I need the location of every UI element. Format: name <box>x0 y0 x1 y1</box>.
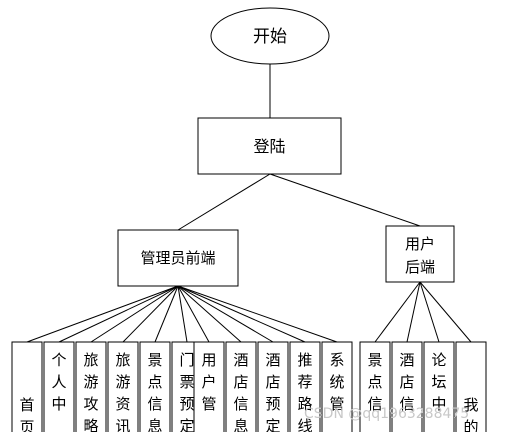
admin-module-edge <box>154 285 179 343</box>
admin-module-label: 旅游攻略 <box>83 351 98 432</box>
user-module-edge <box>374 281 421 343</box>
start-label: 开始 <box>253 27 287 47</box>
login-label: 登陆 <box>253 137 285 156</box>
admin-module-box <box>225 341 257 432</box>
admin-module-label: 首页 <box>19 396 34 432</box>
admin-module-box <box>289 341 321 432</box>
admin-module-label: 景点信息 <box>147 351 162 432</box>
user-module-box <box>455 341 487 432</box>
diagram-edges <box>26 64 472 343</box>
admin-module-label: 酒店信息 <box>233 351 248 432</box>
user-label-line-2: 后端 <box>405 258 435 276</box>
admin-module-box <box>107 341 139 432</box>
admin-module-edge <box>58 285 179 343</box>
user-module-label: 我的 <box>463 396 478 432</box>
admin-module-box <box>257 341 289 432</box>
admin-module-label: 个人中 <box>51 351 66 413</box>
watermark: CSDN @qq1963288475 <box>304 406 469 422</box>
user-module-edge <box>419 281 472 343</box>
user-module-edge <box>419 281 440 343</box>
admin-module-label: 推荐路线 <box>297 351 312 432</box>
diagram-nodes: 开始 登陆 管理员前端 用户 后端 <box>117 7 455 287</box>
user-module-label: 酒店信 <box>399 351 414 413</box>
user-module-edge <box>406 281 421 343</box>
user-module-box <box>359 341 391 432</box>
login-node <box>197 117 342 175</box>
edge-login-admin <box>177 173 271 231</box>
admin-module-edge <box>177 285 306 343</box>
admin-module-edge <box>177 285 188 343</box>
admin-module-box <box>193 341 225 432</box>
admin-module-box <box>139 341 171 432</box>
admin-module-box <box>321 341 353 432</box>
admin-module-edge <box>26 285 179 343</box>
user-module-label: 论坛中 <box>431 351 446 413</box>
admin-module-box <box>75 341 107 432</box>
user-module-label: 景点信 <box>367 351 382 413</box>
admin-module-edge <box>122 285 179 343</box>
admin-module-label: 用户管 <box>201 351 216 413</box>
admin-module-box <box>11 341 43 432</box>
admin-module-edge <box>177 285 274 343</box>
admin-module-label: 门票预定 <box>179 351 194 432</box>
admin-module-edge <box>177 285 338 343</box>
admin-module-edge <box>177 285 242 343</box>
user-module-box <box>423 341 455 432</box>
admin-module-edge <box>177 285 210 343</box>
admin-module-box <box>43 341 75 432</box>
admin-label: 管理员前端 <box>140 249 215 267</box>
start-node <box>210 7 330 65</box>
admin-node <box>117 229 239 287</box>
user-label-line-1: 用户 <box>405 235 435 253</box>
admin-module-label: 旅游资讯 <box>115 351 130 432</box>
admin-module-label: 系统管 <box>329 351 344 413</box>
user-module-box <box>391 341 423 432</box>
admin-module-edge <box>90 285 179 343</box>
admin-module-label: 酒店预定 <box>265 351 280 432</box>
edge-login-user <box>269 173 421 227</box>
user-node <box>385 225 455 283</box>
